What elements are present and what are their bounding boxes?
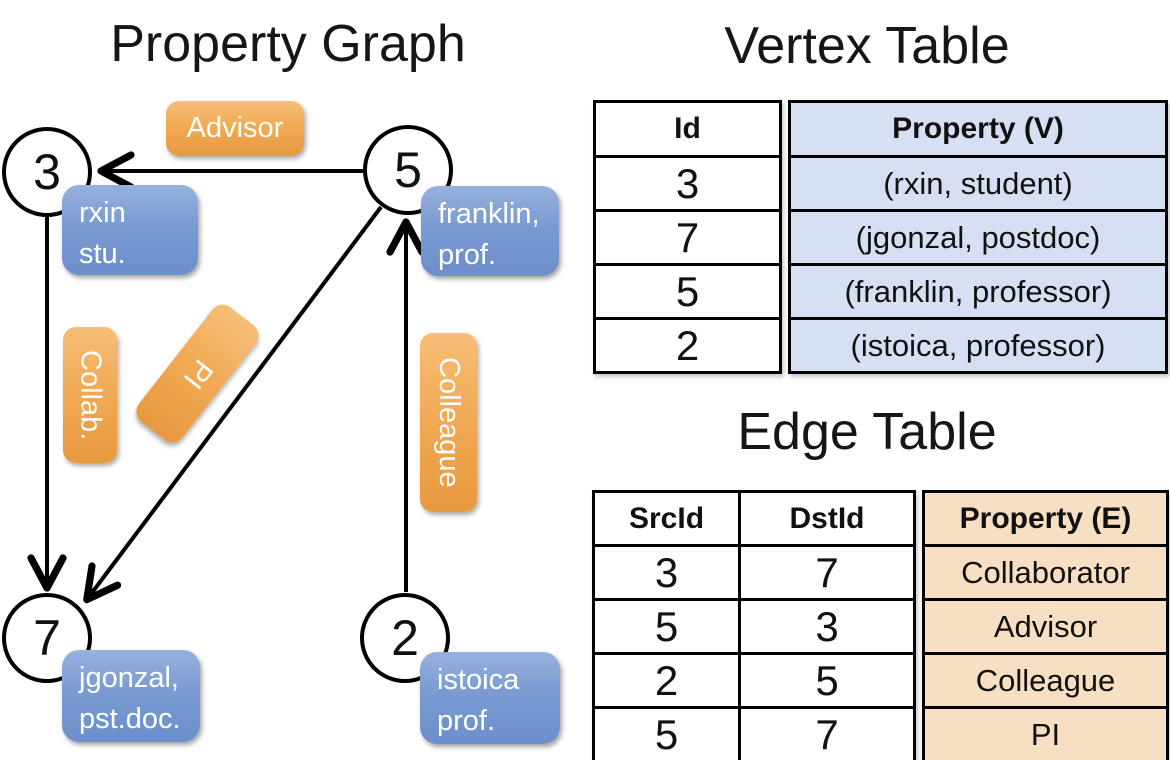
edge-row-srcid: 5 [592,598,741,655]
property-graph-title: Property Graph [110,15,466,73]
vertex-table-title: Vertex Table [724,17,1010,75]
vertex-row-property: (franklin, professor) [788,263,1168,320]
table-header-row: Property (E) [922,490,1169,547]
vertex-table-header-property: Property (V) [788,100,1168,158]
edge-row-property: Collaborator [922,544,1169,601]
edge-row-srcid: 3 [592,544,741,601]
vertex-property-line: stu. [79,238,126,271]
vertex-row-id: 3 [593,155,782,212]
vertex-property-line: pst.doc. [79,703,181,736]
edge-table-header-property: Property (E) [922,490,1169,547]
vertex-property-line: prof. [437,705,496,738]
edge-row-property: Colleague [922,652,1169,709]
vertex-property-line: jgonzal, [79,662,179,694]
edge-row-dstid: 7 [738,706,916,760]
edge-label-colleague: Colleague [420,333,477,512]
vertex-row-property: (rxin, student) [788,155,1168,212]
table-row: 2 5 [592,652,916,709]
table-row: (rxin, student) [788,155,1168,212]
vertex-property-box-jgonzal: jgonzal, pst.doc. [62,650,200,742]
table-row: 3 [593,155,782,212]
edge-table-header-srcid: SrcId [592,490,741,547]
vertex-row-id: 2 [593,317,782,374]
vertex-id-label: 3 [33,144,61,200]
table-row: 7 [593,209,782,266]
table-header-row: Id [593,100,782,158]
vertex-property-line: prof. [438,239,497,272]
edge-table-id-columns: SrcId DstId 3 7 5 3 2 5 5 7 [592,490,916,760]
edge-table-header-dstid: DstId [738,490,916,547]
edge-table: SrcId DstId 3 7 5 3 2 5 5 7 Property (E) [592,490,1169,760]
edge-label-collab: Collab. [63,327,117,463]
vertex-row-id: 5 [593,263,782,320]
vertex-table-id-column: Id 3 7 5 2 [593,100,782,374]
vertex-id-label: 5 [394,142,422,198]
edge-table-title: Edge Table [737,403,997,461]
table-row: PI [922,706,1169,760]
edge-table-property-column: Property (E) Collaborator Advisor Collea… [922,490,1169,760]
table-row: Advisor [922,598,1169,655]
vertex-table-property-column: Property (V) (rxin, student) (jgonzal, p… [788,100,1168,374]
edge-row-dstid: 5 [738,652,916,709]
table-row: (jgonzal, postdoc) [788,209,1168,266]
vertex-id-label: 2 [391,610,419,666]
edge-row-srcid: 2 [592,652,741,709]
table-header-row: SrcId DstId [592,490,916,547]
edge-row-srcid: 5 [592,706,741,760]
edge-row-property: PI [922,706,1169,760]
vertex-property-box-rxin: rxin stu. [62,185,198,275]
edge-row-dstid: 3 [738,598,916,655]
edge-pi-arrow [83,205,383,604]
table-row: 5 [593,263,782,320]
vertex-circle-2: 2 [360,593,450,683]
table-row: 2 [593,317,782,374]
table-row: Colleague [922,652,1169,709]
table-row: 3 7 [592,544,916,601]
edge-row-property: Advisor [922,598,1169,655]
vertex-property-box-istoica: istoica prof. [420,652,560,744]
edge-row-dstid: 7 [738,544,916,601]
table-row: (franklin, professor) [788,263,1168,320]
vertex-row-property: (istoica, professor) [788,317,1168,374]
edge-label-advisor: Advisor [166,101,304,156]
table-header-row: Property (V) [788,100,1168,158]
vertex-id-label: 7 [33,610,61,666]
vertex-property-line: istoica [437,664,520,696]
vertex-table-header-id: Id [593,100,782,158]
table-row: Collaborator [922,544,1169,601]
vertex-circle-5: 5 [363,125,453,215]
vertex-row-property: (jgonzal, postdoc) [788,209,1168,266]
table-row: (istoica, professor) [788,317,1168,374]
table-row: 5 3 [592,598,916,655]
vertex-table: Id 3 7 5 2 Property (V) (rxin, student) … [593,100,1168,374]
vertex-property-box-franklin: franklin, prof. [421,186,559,276]
vertex-property-line: rxin [79,197,126,229]
table-row: 5 7 [592,706,916,760]
vertex-property-line: franklin, [438,198,540,230]
graph-edges-svg [27,151,426,604]
vertex-row-id: 7 [593,209,782,266]
